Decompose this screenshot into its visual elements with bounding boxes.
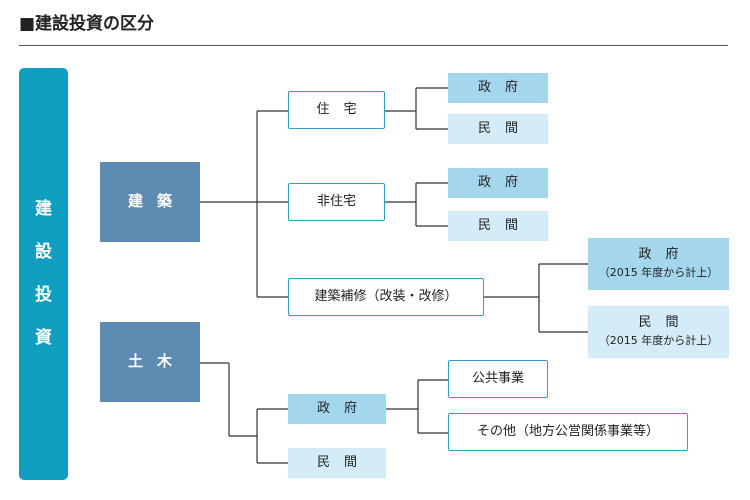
connector-repair [484,263,588,333]
connector-building [200,110,288,298]
leaf-residential-private: 民間 [448,114,548,144]
diagram-title: ■建設投資の区分 [19,14,155,34]
root-char: 資 [35,328,52,348]
category-civil: 土木 [100,322,200,402]
leaf-repair-government-note: （2015 年度から計上） [598,266,719,280]
root-char: 建 [35,199,52,219]
title-underline [19,45,728,46]
root-construction-investment: 建 設 投 資 [19,68,68,480]
root-char: 設 [35,242,52,262]
connector-residential [385,87,448,130]
leaf-repair-government: 政府 （2015 年度から計上） [588,238,729,290]
leaf-repair-private: 民間 （2015 年度から計上） [588,306,729,358]
leaf-repair-government-label: 政府 [638,247,693,263]
root-char: 投 [35,285,52,305]
node-civil-private: 民間 [288,448,386,478]
node-civil-government: 政府 [288,394,386,424]
node-non-residential: 非住宅 [288,183,385,221]
leaf-other-works: その他（地方公営関係事業等） [448,413,688,451]
leaf-repair-private-label: 民間 [638,315,693,331]
leaf-repair-private-note: （2015 年度から計上） [598,334,719,348]
leaf-non-residential-government: 政府 [448,168,548,198]
connector-civil-government [386,379,448,434]
category-building: 建築 [100,162,200,242]
node-building-repair: 建築補修（改装・改修） [288,278,484,316]
connector-civil [200,362,288,464]
leaf-non-residential-private: 民間 [448,211,548,241]
connector-non-residential [385,182,448,227]
leaf-public-works: 公共事業 [448,360,548,398]
node-residential: 住宅 [288,91,385,129]
leaf-residential-government: 政府 [448,73,548,103]
